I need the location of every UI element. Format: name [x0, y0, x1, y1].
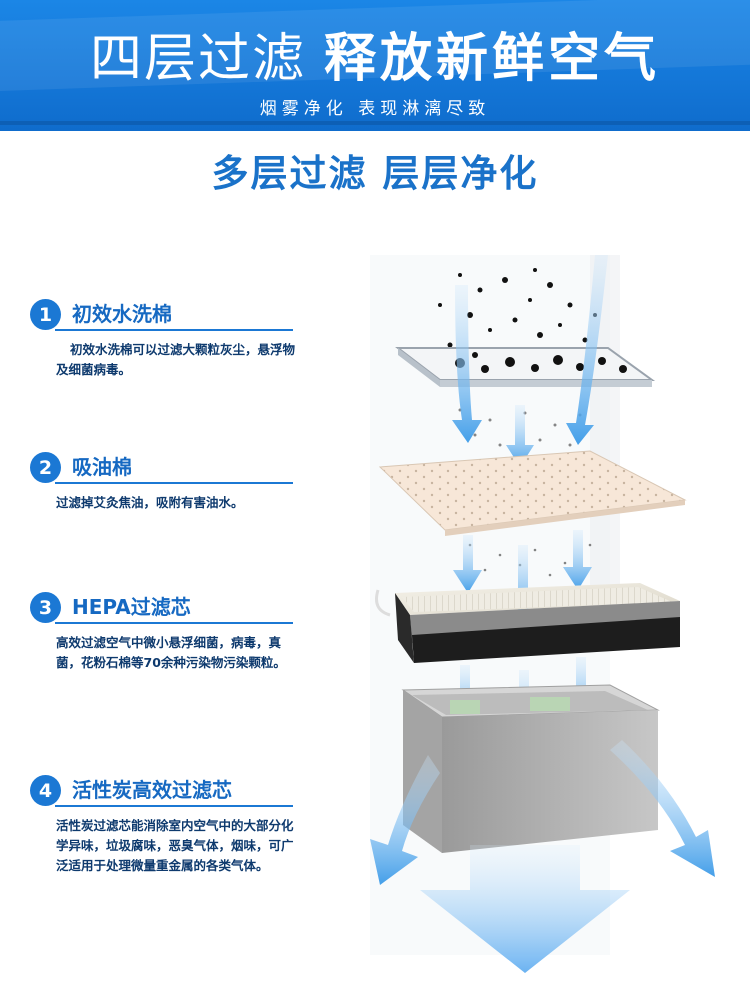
section-heading: 多层过滤 层层净化: [211, 152, 539, 195]
prefilter-panel: [395, 347, 656, 387]
banner-subtitle: 烟雾净化 表现淋漓尽致: [259, 99, 491, 119]
banner-title-light: 四层过滤: [89, 29, 306, 89]
layer-description: 过滤掉艾灸焦油，吸附有害油水。: [56, 495, 244, 510]
layer-description: 活性炭过滤芯能消除室内空气中的大部分化学异味，垃圾腐味，恶臭气体，烟味，可广泛适…: [56, 818, 294, 873]
hepa-filter: [375, 583, 680, 663]
layer-title: 初效水洗棉: [72, 302, 172, 326]
layer-title: 活性炭高效过滤芯: [72, 778, 232, 802]
layer-number-badge: 2: [30, 452, 61, 483]
activated-carbon-filter: [401, 684, 660, 853]
airflow-arrows-out: [370, 740, 715, 973]
banner-divider: [0, 121, 750, 125]
layer-number-badge: 4: [30, 775, 61, 806]
layer-title: 吸油棉: [72, 455, 132, 479]
layer-underline: [55, 329, 293, 331]
oil-absorbing-pad: [378, 450, 687, 536]
layer-title: HEPA过滤芯: [72, 595, 191, 619]
filter-illustration: [340, 245, 750, 975]
header-banner: 四层过滤释放新鲜空气 烟雾净化 表现淋漓尽致: [0, 0, 750, 131]
layer-description: 初效水洗棉可以过滤大颗粒灰尘，悬浮物及细菌病毒。: [56, 342, 296, 377]
layer-underline: [55, 622, 293, 624]
layer-underline: [55, 482, 293, 484]
airflow-arrows-1: [452, 255, 608, 467]
banner-title: 四层过滤释放新鲜空气: [0, 16, 750, 91]
layer-underline: [55, 805, 293, 807]
banner-title-bold: 释放新鲜空气: [324, 29, 661, 89]
layer-number-badge: 1: [30, 299, 61, 330]
layer-number-badge: 3: [30, 592, 61, 623]
layer-description: 高效过滤空气中微小悬浮细菌，病毒，真菌，花粉石棉等70余种污染物污染颗粒。: [56, 635, 286, 670]
